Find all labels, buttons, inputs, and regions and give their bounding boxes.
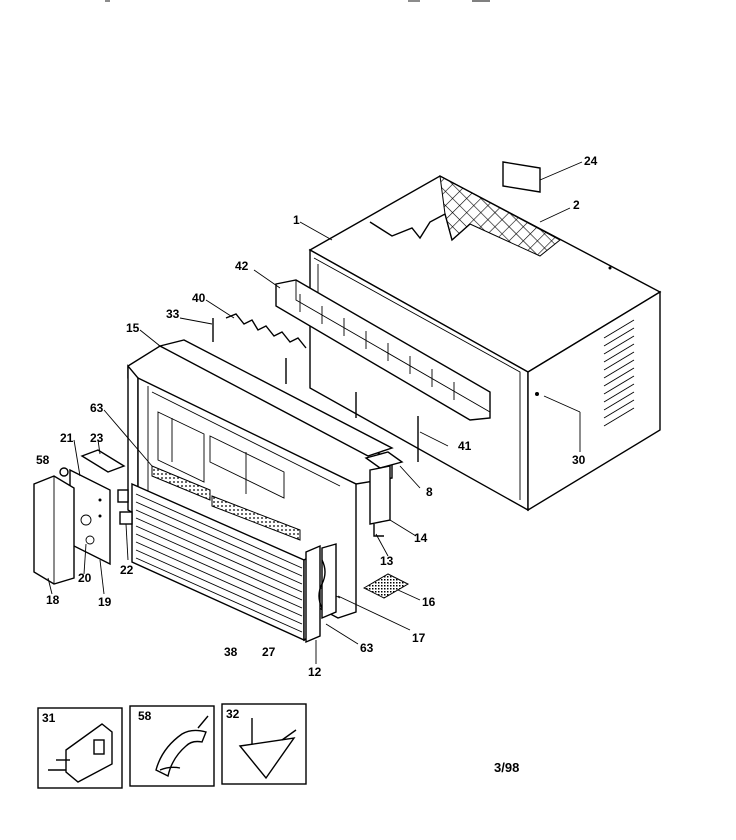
callout-22: 22 [120,563,134,577]
part-42-bracket [275,279,491,421]
callout-40: 40 [192,291,206,305]
callout-30: 30 [572,453,586,467]
callout-13: 13 [380,554,394,568]
inset-58 [129,705,215,787]
inset-32 [221,703,307,785]
callout-15: 15 [126,321,140,335]
part-2-top-insulation [439,175,561,257]
part-23-bracket [80,449,126,473]
callout-14: 14 [414,531,428,545]
part-19-control-board [69,468,111,566]
part-40-tab-strip [225,313,307,349]
callout-63-bottom: 63 [360,641,374,655]
leader-lines [47,207,581,664]
callout-8: 8 [426,485,433,499]
part-13-clip [373,524,384,537]
callout-58-top: 58 [36,453,50,467]
part-15-front-frame [127,339,394,619]
callout-16: 16 [422,595,436,609]
callout-27: 27 [262,645,276,659]
callout-32: 32 [226,707,240,721]
callout-23: 23 [90,431,104,445]
part-33-rods [212,318,419,462]
callout-17: 17 [412,631,426,645]
part-63-filter [151,465,211,501]
callout-63-top: 63 [90,401,104,415]
callout-2: 2 [573,198,580,212]
callout-21: 21 [60,431,74,445]
part-24-label-plate [502,161,583,193]
part-22-switch [117,489,133,525]
callout-20: 20 [78,571,92,585]
callout-19: 19 [98,595,112,609]
callout-58-inset: 58 [138,709,152,723]
callout-31: 31 [42,711,56,725]
part-8-bracket [364,451,404,525]
callout-24: 24 [584,154,598,168]
part-63-filter-strip [211,495,301,541]
inset-31 [37,707,123,789]
part-16-pad [362,573,410,599]
callout-labels: 24 2 1 42 40 33 15 63 21 23 58 41 30 8 1… [36,154,598,725]
date-code: 3/98 [494,760,519,775]
callout-33: 33 [166,307,180,321]
callout-12: 12 [308,665,322,679]
callout-18: 18 [46,593,60,607]
callout-41: 41 [458,439,472,453]
part-58-knob [59,467,69,477]
cabinet-side-louvers [603,319,635,427]
callout-42: 42 [235,259,249,273]
callout-1: 1 [293,213,300,227]
callout-38: 38 [224,645,238,659]
part-12-side-panel [305,543,337,644]
